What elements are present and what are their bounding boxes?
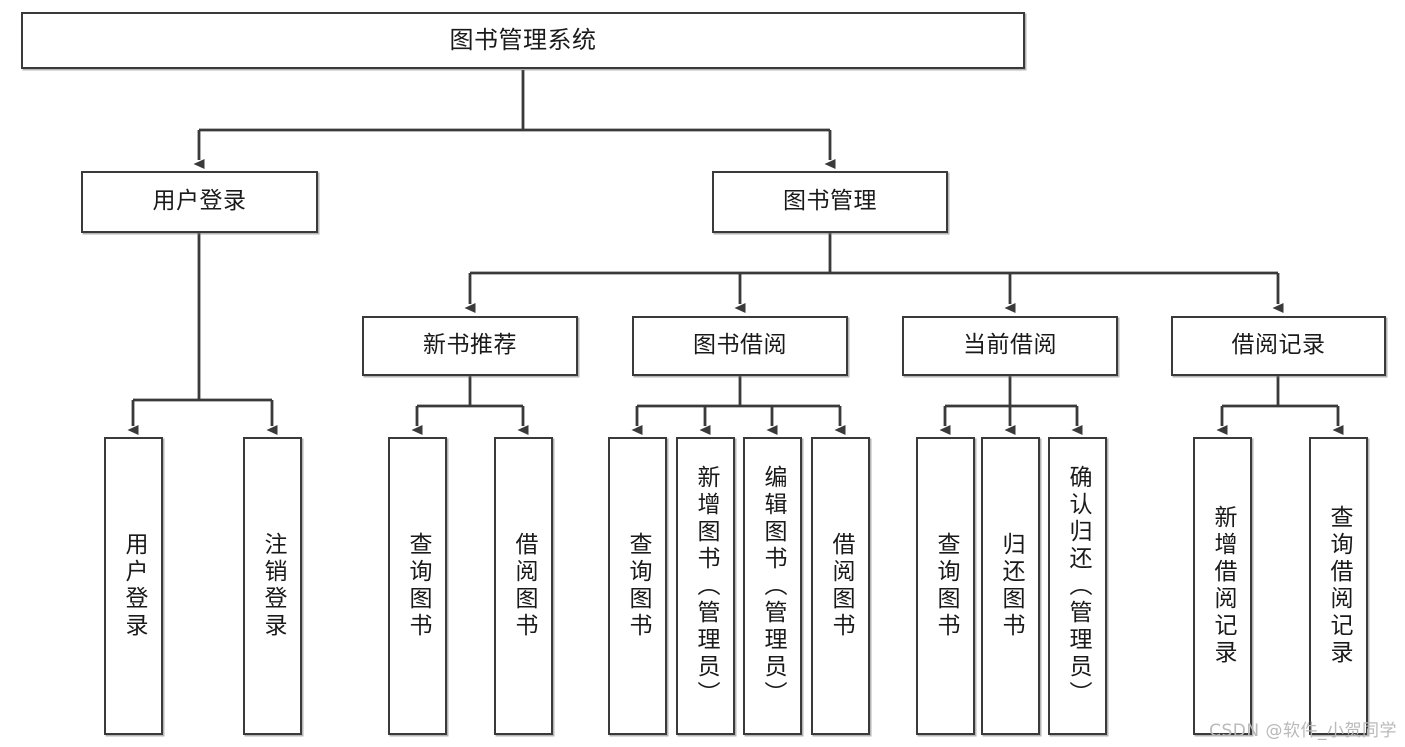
node-leaf-add-book-admin-label: 新增图书（管理员）: [693, 464, 719, 708]
node-leaf-logout[interactable]: 注销登录: [243, 437, 302, 735]
node-book-borrow-label: 图书借阅: [693, 332, 787, 359]
node-new-book-recommend-label: 新书推荐: [423, 332, 517, 359]
node-leaf-query-book-current-label: 查询图书: [933, 532, 959, 640]
node-leaf-edit-book-admin-label: 编辑图书（管理员）: [760, 464, 786, 708]
watermark: CSDN @软件_小贺同学: [1209, 721, 1397, 741]
node-leaf-edit-book-admin[interactable]: 编辑图书（管理员）: [743, 437, 802, 735]
node-root-label: 图书管理系统: [449, 26, 597, 55]
node-leaf-query-book-new-label: 查询图书: [405, 532, 431, 640]
node-leaf-add-borrow-record-label: 新增借阅记录: [1210, 505, 1236, 667]
node-leaf-confirm-return-admin[interactable]: 确认归还（管理员）: [1048, 437, 1107, 735]
node-user-login-label: 用户登录: [152, 188, 247, 215]
node-leaf-add-borrow-record[interactable]: 新增借阅记录: [1193, 437, 1252, 735]
node-borrow-record[interactable]: 借阅记录: [1171, 316, 1386, 376]
node-leaf-query-book-current[interactable]: 查询图书: [916, 437, 975, 735]
node-book-manage[interactable]: 图书管理: [712, 171, 948, 233]
node-new-book-recommend[interactable]: 新书推荐: [362, 316, 578, 376]
node-current-borrow-label: 当前借阅: [963, 332, 1057, 359]
node-leaf-query-book-borrow[interactable]: 查询图书: [608, 437, 667, 735]
node-leaf-user-login-label: 用户登录: [121, 532, 147, 640]
node-root[interactable]: 图书管理系统: [21, 12, 1025, 69]
node-leaf-borrow-book-new[interactable]: 借阅图书: [494, 437, 553, 735]
node-leaf-query-borrow-record-label: 查询借阅记录: [1326, 505, 1352, 667]
node-leaf-add-book-admin[interactable]: 新增图书（管理员）: [676, 437, 735, 735]
node-leaf-return-book[interactable]: 归还图书: [981, 437, 1040, 735]
node-leaf-query-borrow-record[interactable]: 查询借阅记录: [1309, 437, 1368, 735]
node-leaf-logout-label: 注销登录: [260, 532, 286, 640]
node-borrow-record-label: 借阅记录: [1231, 332, 1326, 359]
node-user-login[interactable]: 用户登录: [81, 171, 318, 233]
node-leaf-borrow-book-label: 借阅图书: [828, 532, 854, 640]
node-leaf-borrow-book-new-label: 借阅图书: [511, 532, 537, 640]
node-leaf-query-book-new[interactable]: 查询图书: [388, 437, 447, 735]
node-leaf-borrow-book[interactable]: 借阅图书: [811, 437, 870, 735]
node-leaf-confirm-return-admin-label: 确认归还（管理员）: [1065, 464, 1091, 708]
node-leaf-return-book-label: 归还图书: [998, 532, 1024, 640]
node-leaf-query-book-borrow-label: 查询图书: [625, 532, 651, 640]
node-book-manage-label: 图书管理: [783, 188, 877, 215]
node-current-borrow[interactable]: 当前借阅: [902, 316, 1118, 376]
node-book-borrow[interactable]: 图书借阅: [632, 316, 848, 376]
node-leaf-user-login[interactable]: 用户登录: [104, 437, 163, 735]
